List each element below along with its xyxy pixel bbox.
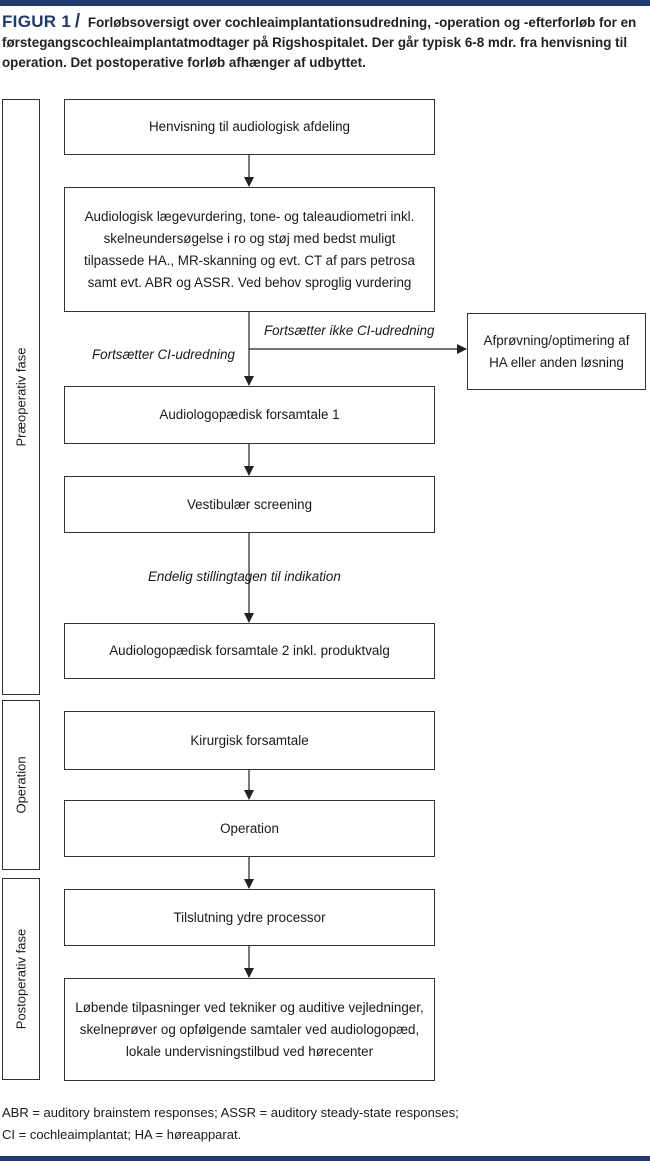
top-rule <box>0 0 650 6</box>
figure-caption: FIGUR 1 / Forløbsoversigt over cochleaim… <box>2 12 642 73</box>
step-connection: Tilslutning ydre processor <box>64 889 435 946</box>
branch-continue: Fortsætter CI-udredning <box>92 347 235 362</box>
step-surgical-consult: Kirurgisk forsamtale <box>64 711 435 770</box>
step-ongoing: Løbende tilpasninger ved tekniker og aud… <box>64 978 435 1081</box>
footnote-line-1: ABR = auditory brainstem responses; ASSR… <box>2 1105 459 1120</box>
branch-not-continue: Fortsætter ikke CI-udredning <box>264 323 435 338</box>
step-consult1-text: Audiologopædisk forsamtale 1 <box>159 407 340 422</box>
figure-caption-text: Forløbsoversigt over cochleaimplantation… <box>2 15 637 70</box>
step-referral-text: Henvisning til audiologisk afdeling <box>149 119 350 134</box>
step-assessment: Audiologisk lægevurdering, tone- og tale… <box>64 187 435 312</box>
step-referral: Henvisning til audiologisk afdeling <box>64 99 435 155</box>
figure-label: FIGUR 1 <box>2 12 72 31</box>
step-operation: Operation <box>64 800 435 857</box>
step-vestibular: Vestibulær screening <box>64 476 435 533</box>
step-operation-text: Operation <box>220 820 279 836</box>
phase-operation: Operation <box>2 700 40 870</box>
step-vestibular-text: Vestibulær screening <box>186 496 313 512</box>
bottom-rule <box>0 1156 650 1161</box>
step-consult2-text: Audiologopædisk forsamtale 2 inkl. produ… <box>109 643 390 658</box>
step-alternative-text: Afprøvning/optimering af HA eller anden … <box>483 332 630 370</box>
step-assessment-text: Audiologisk lægevurdering, tone- og tale… <box>84 208 415 290</box>
step-consult1: Audiologopædisk forsamtale 1 <box>64 386 435 444</box>
figure-slash: / <box>74 11 81 32</box>
step-connection-text: Tilslutning ydre processor <box>173 909 326 925</box>
step-ongoing-text: Løbende tilpasninger ved tekniker og aud… <box>75 999 424 1059</box>
step-surgical-consult-text: Kirurgisk forsamtale <box>190 732 309 748</box>
branch-indication: Endelig stillingtagen til indikation <box>148 569 341 584</box>
footnote: ABR = auditory brainstem responses; ASSR… <box>2 1102 642 1146</box>
footnote-line-2: CI = cochleaimplantat; HA = høreapparat. <box>2 1127 242 1142</box>
step-consult2: Audiologopædisk forsamtale 2 inkl. produ… <box>64 623 435 679</box>
step-alternative: Afprøvning/optimering af HA eller anden … <box>467 313 646 390</box>
phase-postoperative: Postoperativ fase <box>2 878 40 1080</box>
phase-preoperative: Præoperativ fase <box>2 99 40 695</box>
